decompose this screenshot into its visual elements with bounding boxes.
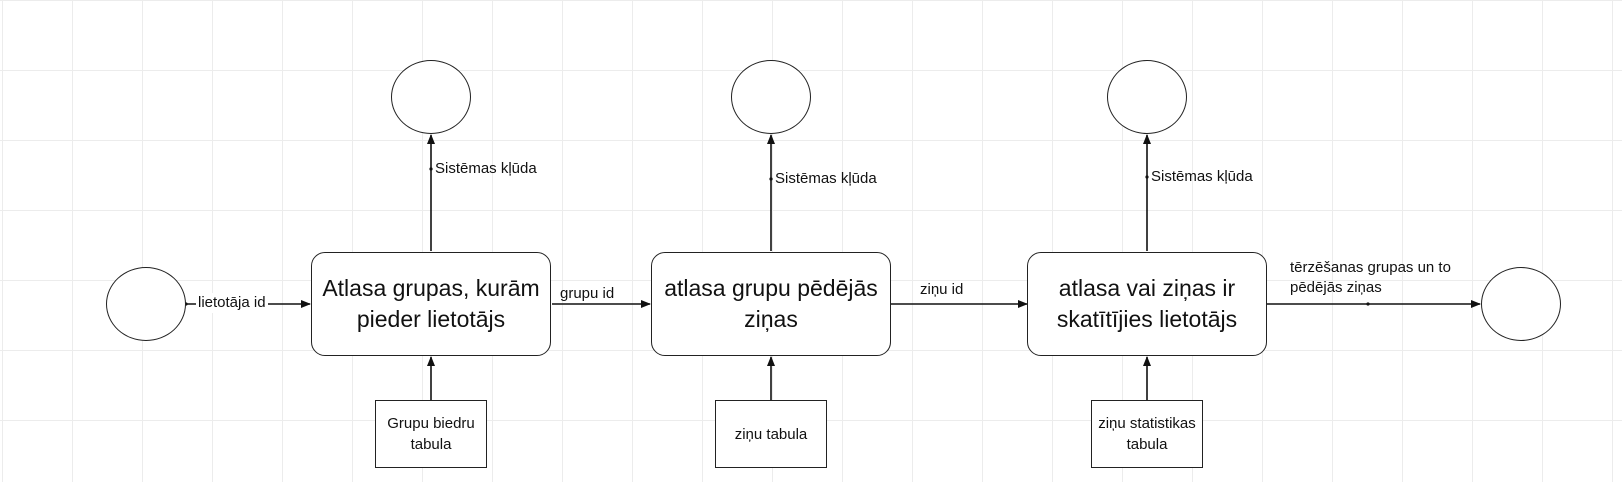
error-terminal-1[interactable] [391,60,471,134]
connector-dot-error-1 [429,167,433,171]
start-terminal[interactable] [106,267,186,341]
store-message-stats-table[interactable]: ziņu statistikas tabula [1091,400,1203,468]
process-select-groups[interactable]: Atlasa grupas, kurām pieder lietotājs [311,252,551,356]
store-message-stats-table-label: ziņu statistikas tabula [1098,415,1196,453]
flow-label-error-1: Sistēmas kļūda [435,160,537,177]
process-check-seen[interactable]: atlasa vai ziņas ir skatītījies lietotāj… [1027,252,1267,356]
connector-dot-error-3 [1145,175,1149,179]
store-messages-table-label: ziņu tabula [734,425,808,443]
connector-dot-output [1366,302,1370,306]
store-group-members-table-label: Grupu biedru tabula [387,415,475,453]
process-select-groups-label: Atlasa grupas, kurām pieder lietotājs [322,275,540,332]
error-terminal-2[interactable] [731,60,811,134]
flow-label-grupu-id: grupu id [560,285,615,302]
process-select-last-messages-label: atlasa grupu pēdējās ziņas [664,275,878,332]
flow-label-output: tērzēšanas grupas un to pēdējās ziņas [1290,259,1451,296]
connector-dot-error-2 [769,177,773,181]
error-terminal-3[interactable] [1107,60,1187,134]
flow-label-error-3: Sistēmas kļūda [1151,168,1253,185]
store-group-members-table[interactable]: Grupu biedru tabula [375,400,487,468]
flow-label-error-2: Sistēmas kļūda [775,170,877,187]
flow-label-input: lietotāja id [196,293,268,313]
process-check-seen-label: atlasa vai ziņas ir skatītījies lietotāj… [1056,275,1238,332]
process-select-last-messages[interactable]: atlasa grupu pēdējās ziņas [651,252,891,356]
store-messages-table[interactable]: ziņu tabula [715,400,827,468]
end-terminal[interactable] [1481,267,1561,341]
flow-label-zinu-id: ziņu id [920,281,964,298]
